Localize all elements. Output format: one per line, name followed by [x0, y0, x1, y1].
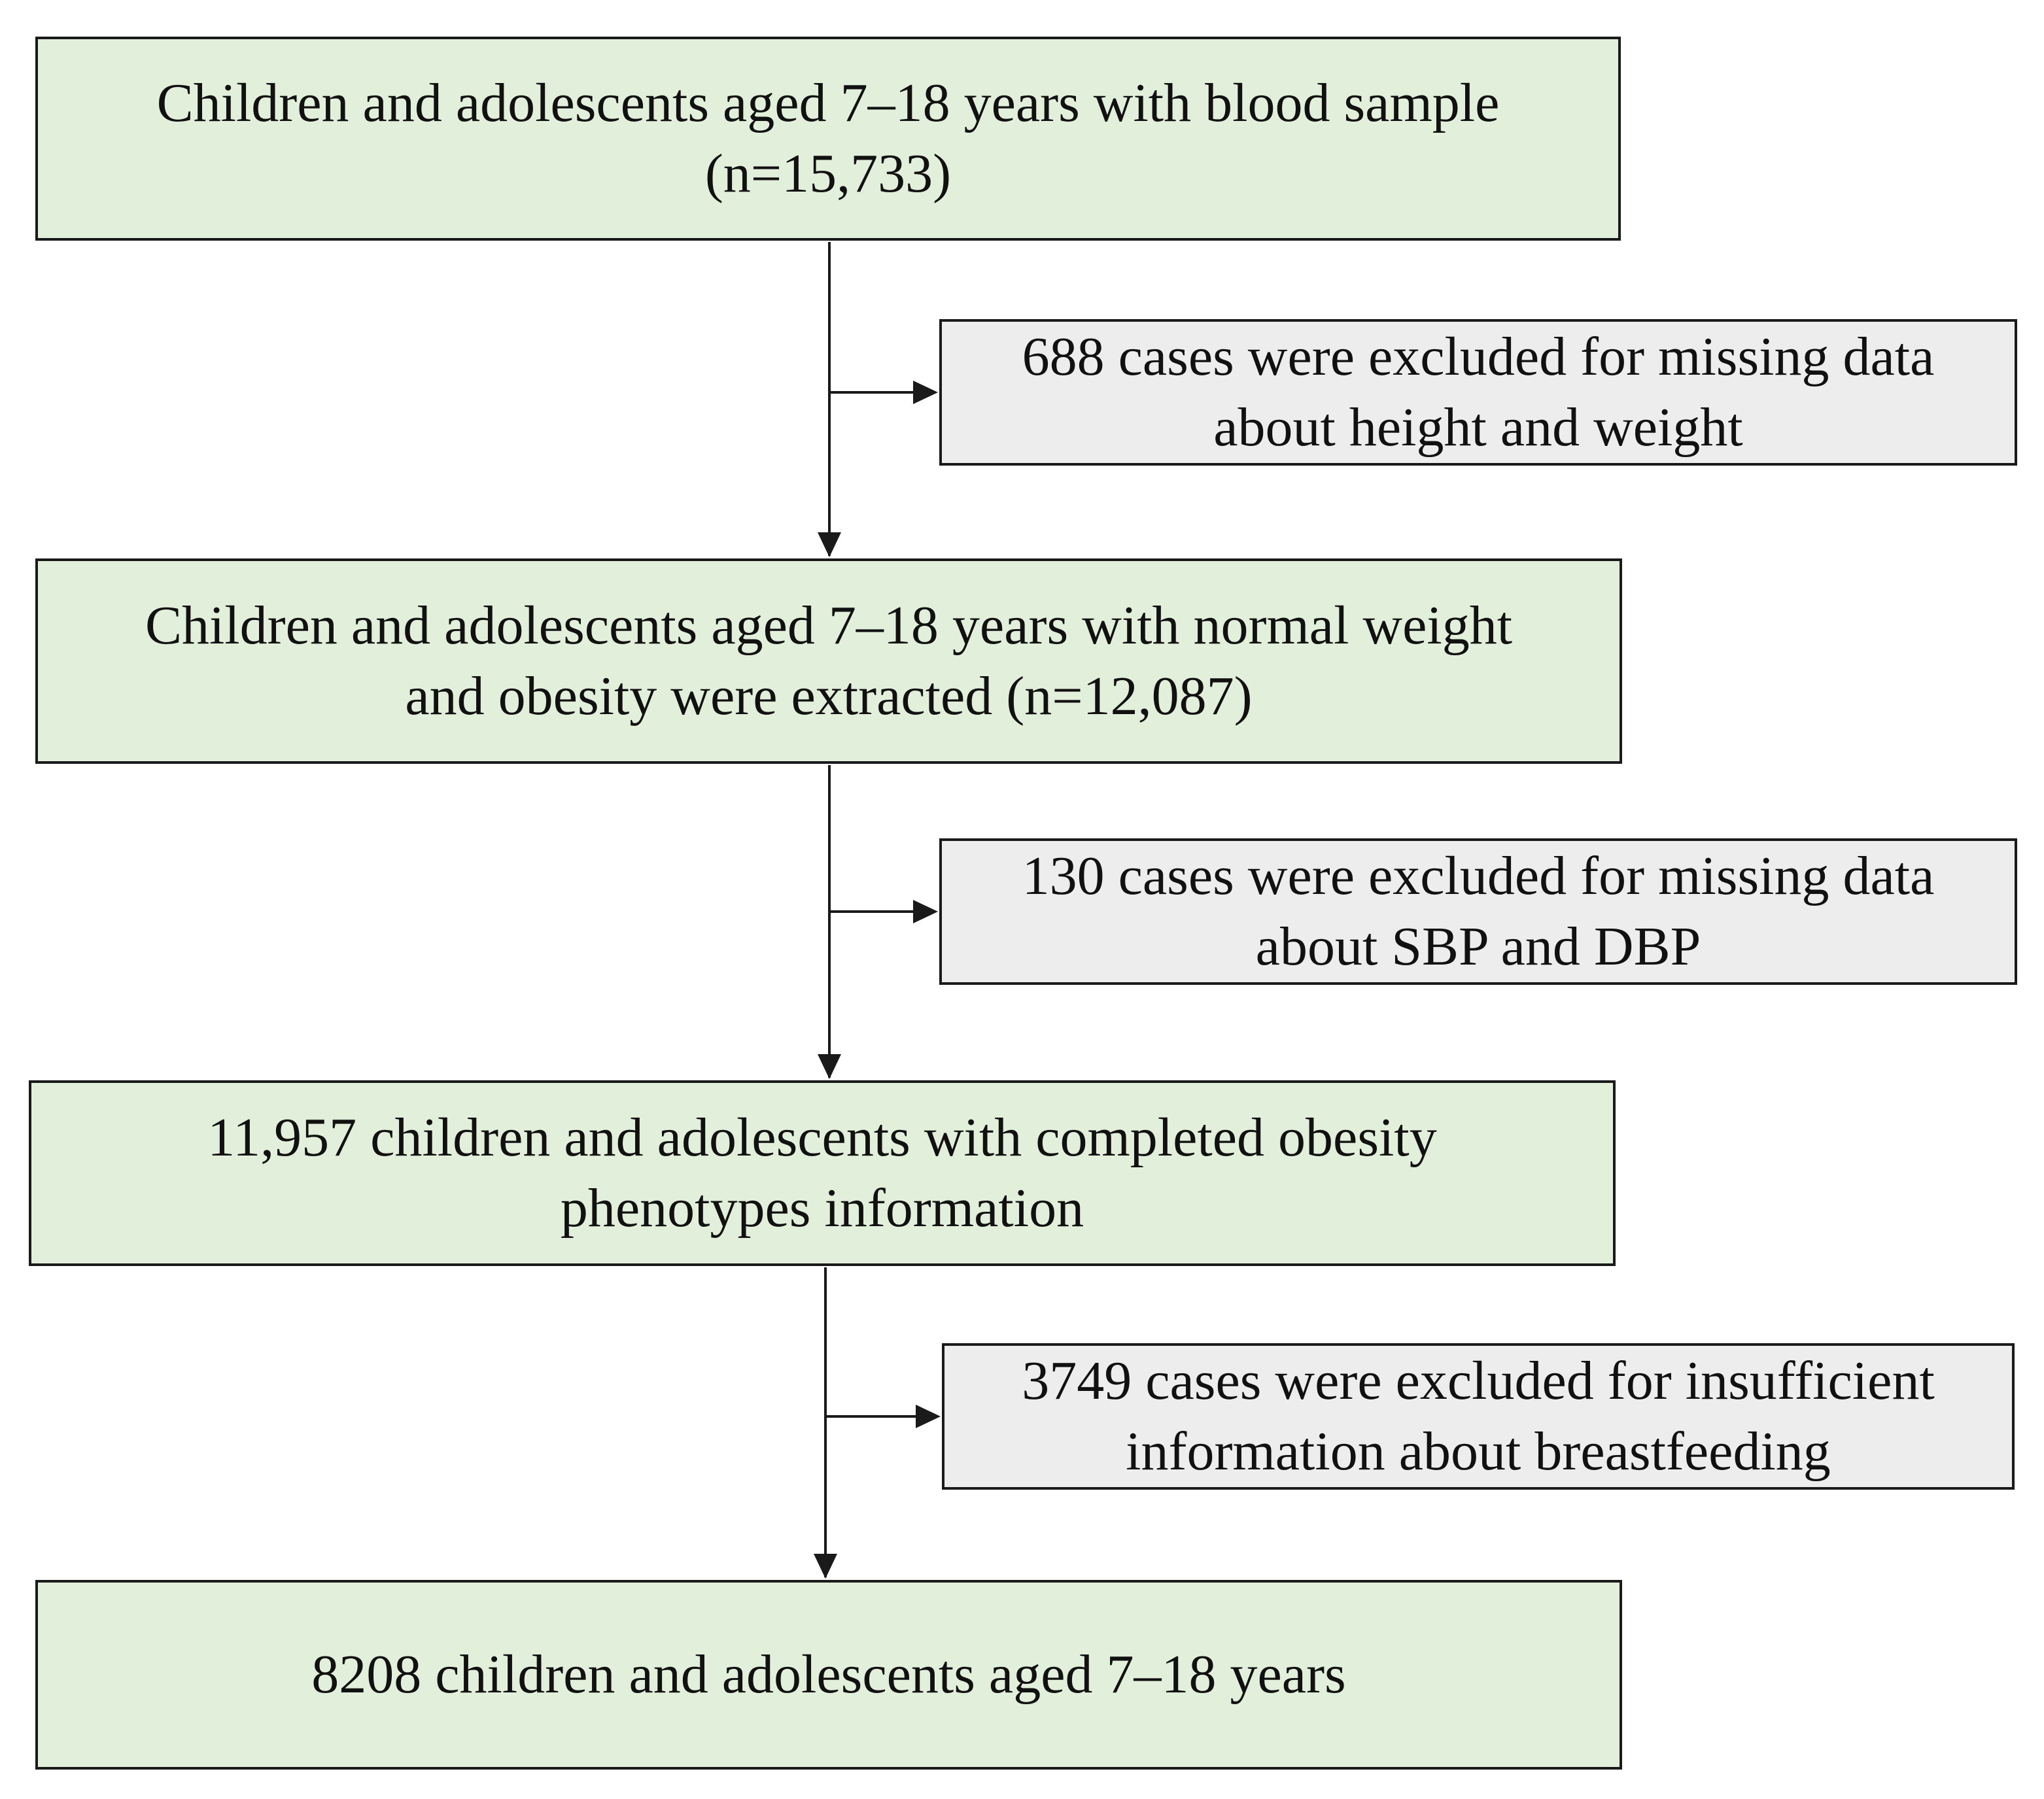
arrowhead-exclusion1: [913, 381, 938, 404]
exclusion2-line1: 130 cases were excluded for missing data: [1022, 846, 1935, 906]
exclusion3-line2: information about breastfeeding: [1126, 1421, 1831, 1482]
arrowhead-exclusion3: [916, 1405, 941, 1428]
arrowhead-step4: [814, 1554, 837, 1579]
exclusion3-box: 3749 cases were excluded for insufficien…: [942, 1343, 2015, 1490]
step3-line1: 11,957 children and adolescents with com…: [207, 1107, 1437, 1168]
arrowhead-step2: [818, 532, 841, 557]
step1-line1: Children and adolescents aged 7–18 years…: [156, 73, 1500, 133]
arrowhead-step3: [818, 1054, 841, 1079]
step2-line2: and obesity were extracted (n=12,087): [405, 666, 1253, 727]
exclusion1-line2: about height and weight: [1213, 397, 1743, 458]
step4-box: 8208 children and adolescents aged 7–18 …: [35, 1580, 1622, 1770]
step2-box: Children and adolescents aged 7–18 years…: [35, 558, 1622, 764]
exclusion1-line1: 688 cases were excluded for missing data: [1022, 326, 1935, 387]
exclusion2-line2: about SBP and DBP: [1255, 916, 1701, 977]
exclusion2-box: 130 cases were excluded for missing data…: [939, 838, 2017, 985]
step3-box: 11,957 children and adolescents with com…: [29, 1080, 1616, 1266]
step2-line1: Children and adolescents aged 7–18 years…: [145, 595, 1513, 656]
step3-line2: phenotypes information: [560, 1178, 1084, 1239]
exclusion1-box: 688 cases were excluded for missing data…: [939, 319, 2017, 466]
step1-box: Children and adolescents aged 7–18 years…: [35, 37, 1621, 241]
exclusion3-line1: 3749 cases were excluded for insufficien…: [1022, 1350, 1935, 1411]
step4-line1: 8208 children and adolescents aged 7–18 …: [311, 1644, 1346, 1705]
step1-line2: (n=15,733): [704, 143, 952, 204]
arrowhead-exclusion2: [913, 900, 938, 923]
